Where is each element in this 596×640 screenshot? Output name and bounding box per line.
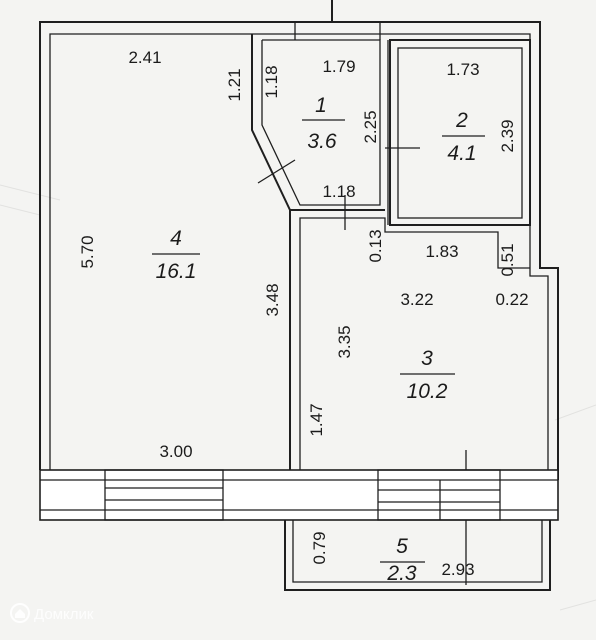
domclick-logo-icon (10, 603, 30, 623)
dim-room4-partition: 3.48 (263, 283, 282, 316)
room-1-area: 3.6 (307, 130, 337, 153)
outer-walls (39, 0, 559, 480)
dim-room3-height: 3.35 (335, 325, 354, 358)
dim-room3-top: 1.83 (425, 242, 458, 261)
room-2-number: 2 (455, 109, 468, 132)
balcony-outline (284, 520, 551, 591)
dimension-labels: 2.41 5.70 3.00 3.48 1.21 1.18 1.79 2.25 … (78, 48, 529, 579)
window-band (39, 469, 559, 521)
dim-step-051: 0.51 (498, 243, 517, 276)
room-3-area: 10.2 (407, 380, 448, 403)
room-2-outline (385, 39, 531, 226)
room-1-number: 1 (315, 94, 327, 117)
dim-room4-height: 5.70 (78, 235, 97, 268)
dim-room1-top: 1.79 (322, 57, 355, 76)
dim-balcony-height: 0.79 (310, 531, 329, 564)
room-4-number: 4 (170, 227, 182, 250)
dim-room4-bottom: 3.00 (159, 442, 192, 461)
dim-room2-right: 2.39 (498, 119, 517, 152)
room-5-area: 2.3 (386, 562, 417, 585)
dim-room1-bottom: 1.18 (322, 182, 355, 201)
dim-room4-width: 2.41 (128, 48, 161, 67)
dim-room3-lower: 1.47 (307, 403, 326, 436)
dim-balcony-width: 2.93 (441, 560, 474, 579)
room-4-area: 16.1 (156, 260, 197, 283)
dim-wall-013: 0.13 (366, 229, 385, 262)
dim-room2-top: 1.73 (446, 60, 479, 79)
room-3-number: 3 (421, 347, 433, 370)
dim-room1-left: 1.18 (262, 65, 281, 98)
dim-room3-wide: 3.22 (400, 290, 433, 309)
watermark: Домклик (10, 603, 94, 623)
room-2-area: 4.1 (447, 142, 476, 165)
room-labels: 1 3.6 2 4.1 3 10.2 4 16.1 5 2.3 (152, 94, 485, 585)
dim-room1-right: 2.25 (361, 110, 380, 143)
dim-corridor-left: 1.21 (225, 68, 244, 101)
room-5-number: 5 (396, 535, 408, 558)
watermark-text: Домклик (34, 606, 94, 623)
room-1-outline (251, 34, 389, 230)
dim-step-022: 0.22 (495, 290, 528, 309)
